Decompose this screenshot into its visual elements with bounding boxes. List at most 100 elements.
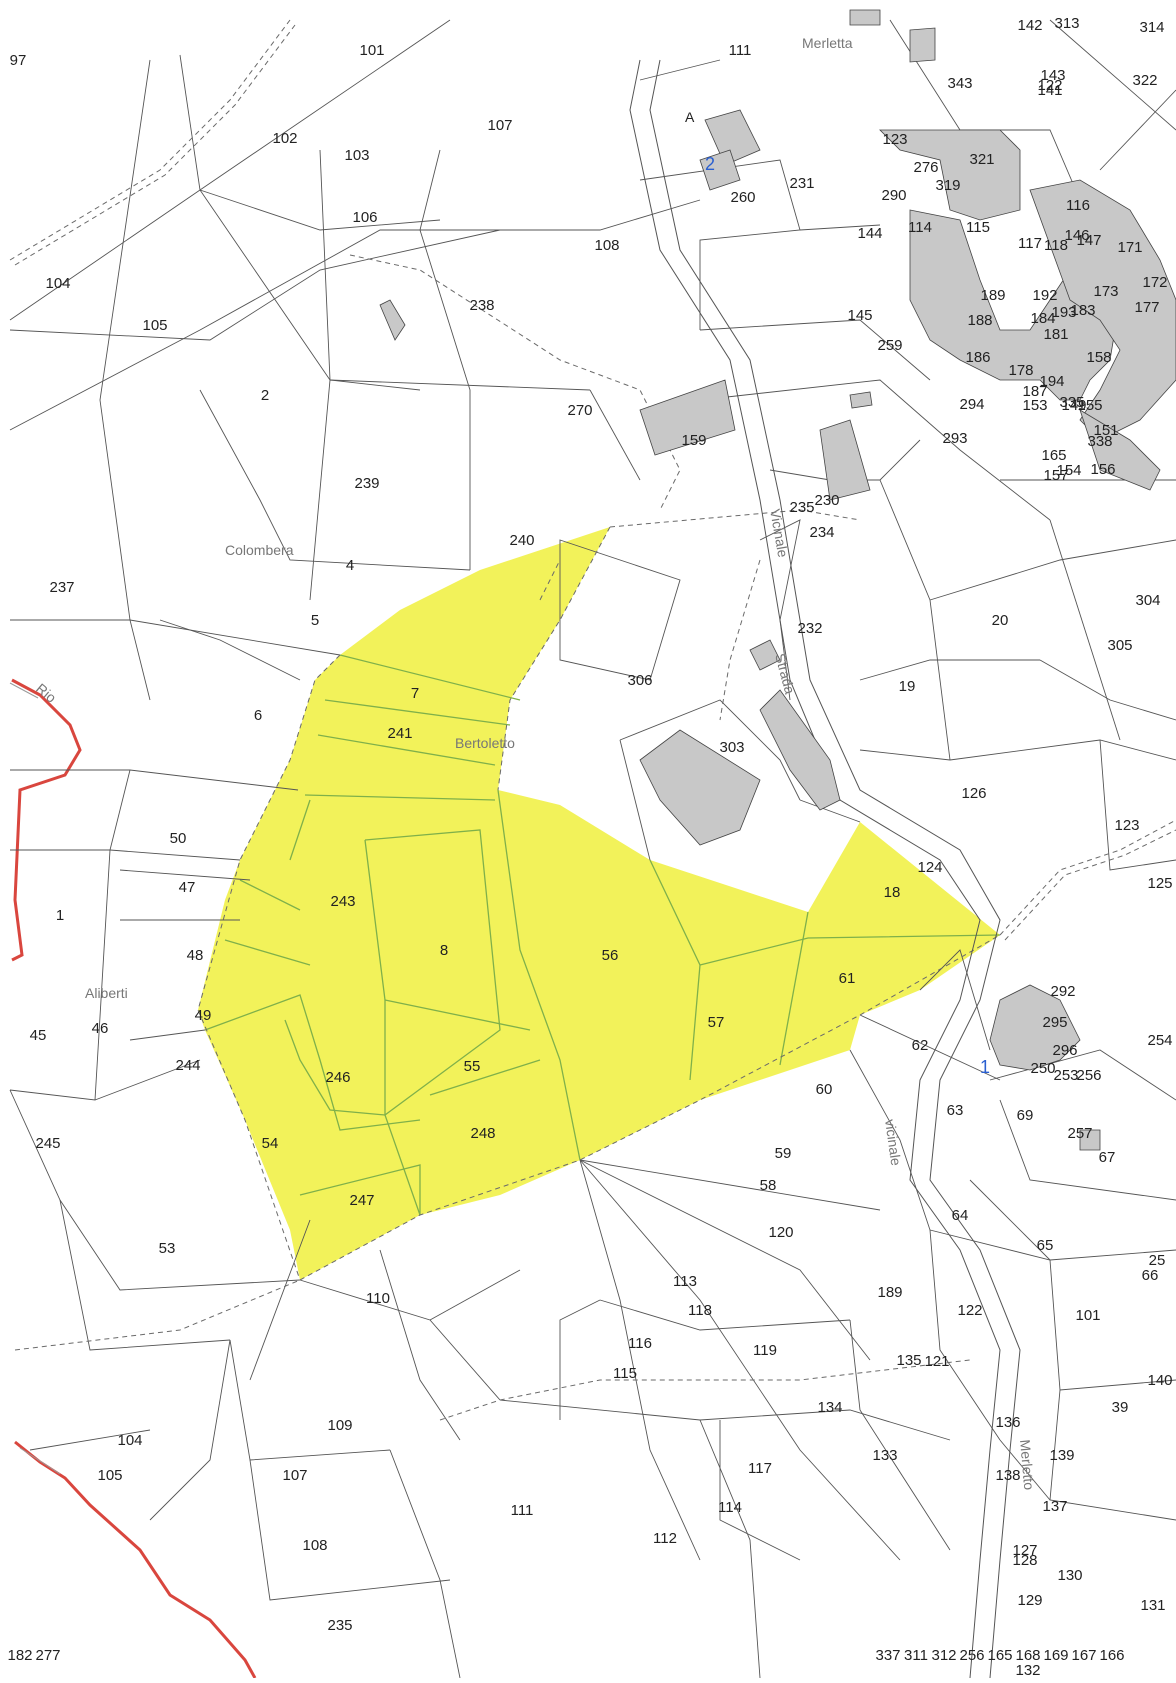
parcel-label-5: 5 — [311, 612, 319, 629]
parcel-label-111: 111 — [511, 1502, 534, 1519]
parcel-label-321: 321 — [969, 151, 994, 168]
parcel-label-111: 111 — [729, 42, 752, 59]
highlighted-area[interactable] — [198, 527, 1001, 1280]
parcel-label-322: 322 — [1132, 72, 1157, 89]
parcel-lines — [9, 19, 1176, 1679]
parcel-label-173: 173 — [1093, 283, 1118, 300]
parcel-label-highlighted-57: 57 — [708, 1014, 725, 1031]
parcel-label-153: 153 — [1022, 397, 1047, 414]
parcel-label-319: 319 — [935, 177, 960, 194]
parcel-label-239: 239 — [354, 475, 379, 492]
parcel-label-64: 64 — [952, 1207, 969, 1224]
parcel-label-157: 157 — [1043, 467, 1068, 484]
parcel-label-118: 118 — [1044, 237, 1068, 254]
parcel-label-182: 182 — [7, 1647, 32, 1664]
buildings[interactable] — [379, 9, 1176, 1151]
parcel-label-107: 107 — [282, 1467, 307, 1484]
parcel-label-270: 270 — [567, 402, 592, 419]
parcel-label-116: 116 — [628, 1335, 652, 1352]
parcel-label-244: 244 — [175, 1057, 200, 1074]
parcel-label-39: 39 — [1112, 1399, 1129, 1416]
parcel-label-171: 171 — [1117, 239, 1142, 256]
parcel-label-1: 1 — [56, 907, 64, 924]
parcel-label-143: 143 — [1040, 67, 1065, 84]
parcel-label-115: 115 — [613, 1365, 637, 1382]
parcel-label-238: 238 — [469, 297, 494, 314]
parcel-label-260: 260 — [730, 189, 755, 206]
parcel-label-19: 19 — [899, 678, 916, 695]
parcel-label-67: 67 — [1099, 1149, 1116, 1166]
parcel-label-177: 177 — [1134, 299, 1159, 316]
place-colombera: Colombera — [225, 542, 294, 558]
place-merletta: Merletta — [802, 35, 853, 51]
parcel-label-186: 186 — [965, 349, 990, 366]
parcel-label-118: 118 — [688, 1302, 712, 1319]
parcel-label-231: 231 — [789, 175, 814, 192]
parcel-label-highlighted-56: 56 — [602, 947, 619, 964]
parcel-label-121: 121 — [924, 1353, 949, 1370]
parcel-label-293: 293 — [942, 430, 967, 447]
parcel-label-166: 166 — [1099, 1647, 1124, 1664]
parcel-label-highlighted-246: 246 — [325, 1069, 350, 1086]
parcel-label-154: 154 — [1056, 462, 1081, 479]
parcel-label-335: 335 — [1059, 394, 1084, 411]
parcel-label-234: 234 — [809, 524, 834, 541]
parcel-label-25: 25 — [1149, 1252, 1166, 1269]
parcel-label-311: 311 — [904, 1647, 928, 1664]
parcel-label-277: 277 — [35, 1647, 60, 1664]
parcel-label-189: 189 — [980, 287, 1005, 304]
parcel-label-181: 181 — [1043, 326, 1068, 343]
parcel-label-139: 139 — [1049, 1447, 1074, 1464]
parcel-label-138: 138 — [995, 1467, 1020, 1484]
parcel-label-151: 151 — [1093, 422, 1118, 439]
parcel-label-134: 134 — [817, 1399, 842, 1416]
parcel-label-highlighted-54: 54 — [262, 1135, 279, 1152]
place-aliberti: Aliberti — [85, 985, 128, 1001]
parcel-label-235: 235 — [327, 1617, 352, 1634]
parcel-label-69: 69 — [1017, 1107, 1034, 1124]
parcel-label-256: 256 — [959, 1647, 984, 1664]
parcel-label-114: 114 — [718, 1499, 742, 1516]
parcel-label-103: 103 — [344, 147, 369, 164]
parcel-label-253: 253 — [1053, 1067, 1078, 1084]
parcel-label-188: 188 — [967, 312, 992, 329]
parcel-label-127: 127 — [1012, 1542, 1037, 1559]
parcel-label-290: 290 — [881, 187, 906, 204]
parcel-label-97: 97 — [10, 52, 27, 69]
place-vicinale: vicinale — [882, 1118, 904, 1167]
parcel-label-245: 245 — [35, 1135, 60, 1152]
parcel-label-192: 192 — [1032, 287, 1057, 304]
dashed-boundaries — [9, 19, 1176, 1421]
parcel-label-125: 125 — [1147, 875, 1172, 892]
parcel-label-237: 237 — [49, 579, 74, 596]
parcel-label-highlighted-247: 247 — [349, 1192, 374, 1209]
parcel-label-122: 122 — [957, 1302, 982, 1319]
parcel-label-156: 156 — [1090, 461, 1115, 478]
parcel-label-169: 169 — [1043, 1647, 1068, 1664]
parcel-label-105: 105 — [97, 1467, 122, 1484]
parcel-label-132: 132 — [1015, 1662, 1040, 1678]
parcel-label-113: 113 — [673, 1273, 697, 1290]
parcel-label-312: 312 — [931, 1647, 956, 1664]
parcel-label-108: 108 — [302, 1537, 327, 1554]
parcel-label-276: 276 — [913, 159, 938, 176]
parcel-label-128: 128 — [1012, 1552, 1037, 1569]
parcel-label-20: 20 — [992, 612, 1009, 629]
parcel-label-144: 144 — [857, 225, 882, 242]
parcel-label-256: 256 — [1076, 1067, 1101, 1084]
parcel-label-131: 131 — [1140, 1597, 1165, 1614]
parcel-label-63: 63 — [947, 1102, 964, 1119]
parcel-label-137: 137 — [1042, 1498, 1067, 1515]
parcel-label-135: 135 — [896, 1352, 921, 1369]
parcel-label-109: 109 — [327, 1417, 352, 1434]
parcel-label-66: 66 — [1142, 1267, 1159, 1284]
blue-label-2: 2 — [705, 154, 715, 174]
parcel-label-230: 230 — [814, 492, 839, 509]
parcel-label-314: 314 — [1139, 19, 1164, 36]
parcel-label-59: 59 — [775, 1145, 792, 1162]
parcel-label-292: 292 — [1050, 983, 1075, 1000]
parcel-label-110: 110 — [366, 1290, 390, 1307]
parcel-label-47: 47 — [179, 879, 196, 896]
